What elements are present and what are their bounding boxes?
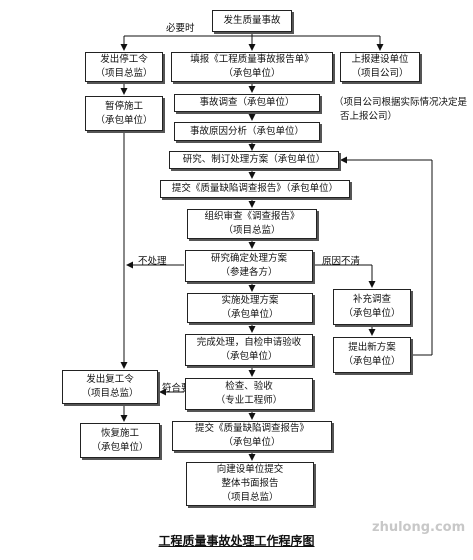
node-decide-plan: 研究确定处理方案 （参建各方） xyxy=(185,250,313,282)
node-inspect-line2: （专业工程师） xyxy=(215,395,283,406)
node-study-plan: 研究、制订处理方案（承包单位） xyxy=(169,151,339,169)
node-cause-analysis: 事故原因分析（承包单位） xyxy=(174,122,320,141)
node-final-report-line1: 向建设单位提交 xyxy=(216,464,284,476)
node-resume-order-line1: 发出复工令 xyxy=(86,374,134,386)
node-investigate: 事故调查（承包单位） xyxy=(174,94,320,112)
node-inspect: 检查、验收 （专业工程师） xyxy=(185,378,313,410)
node-new-plan-line2: （承包单位） xyxy=(343,356,401,367)
watermark: zhulong.com xyxy=(372,520,466,535)
node-suspend-line1: 暂停施工 xyxy=(104,100,143,112)
node-resume-line1: 恢复施工 xyxy=(100,427,139,439)
node-final-report-line2: 整体书面报告 xyxy=(221,478,279,490)
label-note-line1: （项目公司根据实际情况决定是 xyxy=(334,97,468,108)
node-submit-report-2-line2: （承包单位） xyxy=(223,437,281,448)
node-decide-plan-line2: （参建各方） xyxy=(220,267,278,278)
node-stop-order: 发出停工令 （项目总监） xyxy=(85,52,163,82)
node-implement: 实施处理方案 （承包单位） xyxy=(187,293,313,323)
node-report-owner-line1: 上报建设单位 xyxy=(351,54,409,66)
node-report-owner-line2: （项目公司） xyxy=(351,68,409,79)
node-implement-line1: 实施处理方案 xyxy=(221,295,279,307)
node-supplement-line1: 补充调查 xyxy=(352,294,391,306)
node-fill-report-line1: 填报《工程质量事故报告单》 xyxy=(190,54,314,66)
node-submit-report-2-line1: 提交《质量缺陷调查报告》 xyxy=(194,423,309,435)
node-start: 发生质量事故 xyxy=(212,10,292,32)
node-stop-order-line1: 发出停工令 xyxy=(100,54,148,66)
node-resume-line2: （承包单位） xyxy=(91,441,149,453)
node-final-report: 向建设单位提交 整体书面报告 （项目总监） xyxy=(186,462,314,506)
node-stop-order-line2: （项目总监） xyxy=(95,68,153,79)
node-decide-plan-line1: 研究确定处理方案 xyxy=(210,253,287,265)
label-cause-unclear: 原因不清 xyxy=(322,256,361,267)
node-submit-report-2: 提交《质量缺陷调查报告》 （承包单位） xyxy=(172,421,332,451)
label-note: （项目公司根据实际情况决定是 否上报公司） xyxy=(334,96,467,124)
diagram-title: 工程质量事故处理工作程序图 xyxy=(158,534,315,548)
node-resume-order: 发出复工令 （项目总监） xyxy=(62,370,158,404)
node-complete: 完成处理，自检申请验收 （承包单位） xyxy=(185,334,313,366)
node-suspend-line2: （承包单位） xyxy=(95,114,153,126)
node-start-text: 发生质量事故 xyxy=(223,15,281,27)
node-cause-analysis-text: 事故原因分析（承包单位） xyxy=(189,125,304,137)
node-new-plan: 提出新方案 （承包单位） xyxy=(333,337,411,373)
node-review-line1: 组织审查《调查报告》 xyxy=(204,211,300,223)
node-supplement-line2: （承包单位） xyxy=(343,308,401,319)
node-report-owner: 上报建设单位 （项目公司） xyxy=(340,52,420,82)
node-review-line2: （项目总监） xyxy=(223,225,281,236)
label-note-line2: 否上报公司） xyxy=(340,110,398,122)
label-when-needed: 必要时 xyxy=(166,23,195,34)
node-submit-report: 提交《质量缺陷调查报告》（承包单位） xyxy=(160,180,350,198)
node-inspect-line1: 检查、验收 xyxy=(225,381,273,393)
node-fill-report: 填报《工程质量事故报告单》 （承包单位） xyxy=(171,52,333,82)
node-new-plan-line1: 提出新方案 xyxy=(348,342,396,354)
node-final-report-line3: （项目总监） xyxy=(221,491,279,503)
node-study-plan-text: 研究、制订处理方案（承包单位） xyxy=(182,154,326,166)
node-resume: 恢复施工 （承包单位） xyxy=(80,423,160,458)
node-implement-line2: （承包单位） xyxy=(221,309,279,320)
label-no-treatment: 不处理 xyxy=(138,256,167,267)
node-investigate-text: 事故调查（承包单位） xyxy=(199,97,295,109)
node-supplement: 补充调查 （承包单位） xyxy=(333,289,411,325)
node-submit-report-text: 提交《质量缺陷调查报告》（承包单位） xyxy=(171,183,339,195)
node-resume-order-line2: （项目总监） xyxy=(81,388,139,399)
node-fill-report-line2: （承包单位） xyxy=(223,68,281,79)
node-complete-line1: 完成处理，自检申请验收 xyxy=(196,337,302,349)
node-review: 组织审查《调查报告》 （项目总监） xyxy=(187,209,317,239)
node-suspend: 暂停施工 （承包单位） xyxy=(85,96,163,131)
node-complete-line2: （承包单位） xyxy=(220,351,278,362)
label-meets-requirements: 符合要求 xyxy=(162,383,201,394)
